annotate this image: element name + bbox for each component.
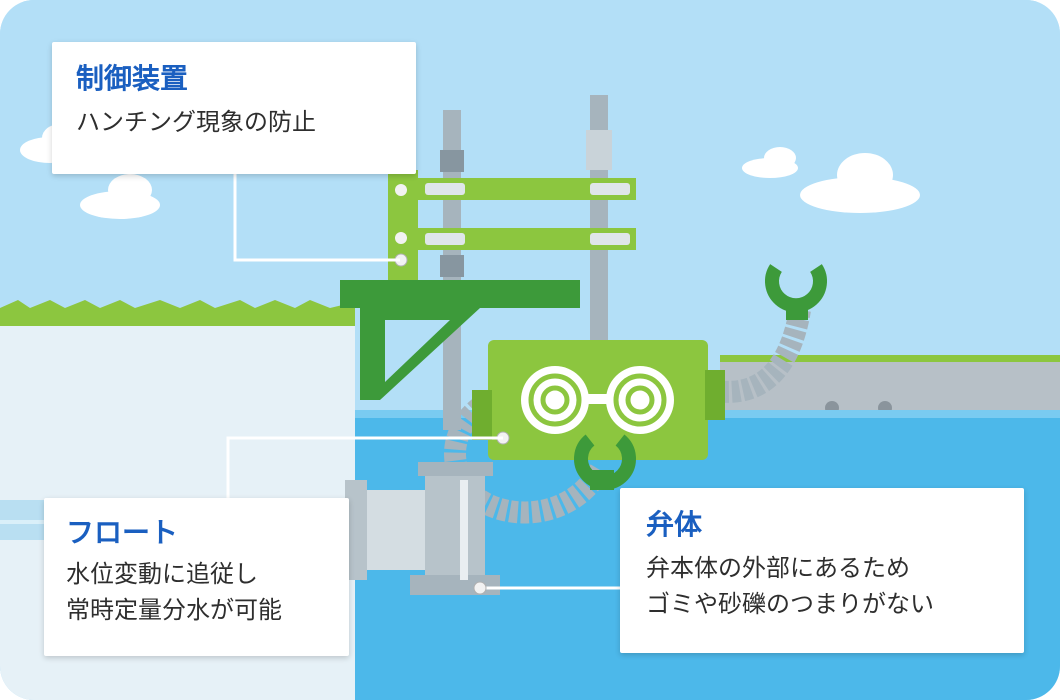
right-grass [720, 355, 1060, 362]
callout-float: フロート 水位変動に追従し 常時定量分水が可能 [44, 498, 349, 656]
leader-float [226, 436, 503, 498]
callout-float-line-1: 水位変動に追従し [66, 560, 258, 588]
pipe-flange [355, 490, 435, 570]
callout-valve-body: 弁体 弁本体の外部にあるため ゴミや砂礫のつまりがない [620, 488, 1024, 653]
callout-float-line-2: 常時定量分水が可能 [66, 596, 282, 624]
callout-control-title: 制御装置 [76, 62, 189, 95]
cloud-right [742, 147, 920, 213]
callout-valve-line-2: ゴミや砂礫のつまりがない [646, 590, 934, 618]
leader-control [233, 172, 400, 262]
valve-housing [425, 470, 485, 580]
right-bank [720, 360, 1060, 412]
callout-float-title: フロート [66, 516, 179, 549]
callout-valve-line-1: 弁本体の外部にあるため [646, 554, 910, 582]
hose-upper [707, 308, 811, 403]
callout-control-device: 制御装置 ハンチング現象の防止 [52, 42, 416, 174]
callout-valve-title: 弁体 [646, 508, 703, 541]
support-bracket [340, 280, 580, 308]
cloud-mid [80, 174, 160, 219]
left-grass [0, 308, 355, 326]
callout-control-body: ハンチング現象の防止 [76, 108, 316, 136]
